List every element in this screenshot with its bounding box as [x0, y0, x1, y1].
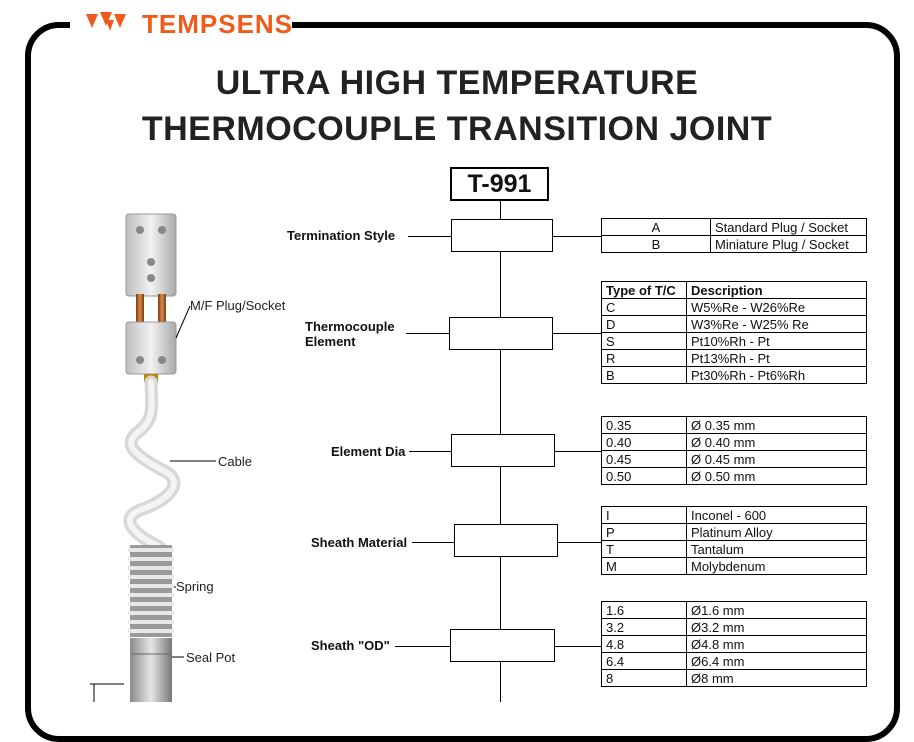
page-title-line2: THERMOCOUPLE TRANSITION JOINT: [141, 110, 773, 148]
logo-gap: [70, 14, 292, 36]
select-box-element[interactable]: [449, 317, 553, 350]
label-sheath-od: Sheath "OD": [311, 638, 390, 653]
connector: [553, 236, 601, 237]
connector: [555, 451, 601, 452]
thermocouple-illustration: [90, 213, 216, 702]
select-box-sheath-material[interactable]: [454, 524, 558, 557]
connector: [409, 451, 451, 452]
tempsens-logo-icon: [86, 12, 126, 31]
callout-seal-pot: Seal Pot: [186, 650, 236, 665]
callout-cable: Cable: [218, 454, 252, 469]
select-box-element-dia[interactable]: [451, 434, 555, 467]
callout-plug-socket: M/F Plug/Socket: [190, 298, 286, 313]
connector: [555, 646, 601, 647]
connector: [408, 236, 451, 237]
connector: [553, 333, 601, 334]
label-termination-style: Termination Style: [287, 228, 396, 243]
connector: [412, 542, 454, 543]
model-code-box: T-991: [450, 167, 549, 201]
select-box-sheath-od[interactable]: [450, 629, 555, 662]
label-sheath-material: Sheath Material: [311, 535, 408, 550]
callout-spring: Spring: [176, 579, 214, 594]
brand-name: TEMPSENS: [142, 9, 294, 39]
connector: [406, 333, 449, 334]
label-element-dia: Element Dia: [331, 444, 406, 459]
page-title-line1: ULTRA HIGH TEMPERATURE: [215, 64, 699, 102]
connector: [558, 542, 601, 543]
select-box-termination[interactable]: [451, 219, 553, 252]
connector: [395, 646, 450, 647]
label-thermocouple: Thermocouple: [305, 319, 395, 334]
label-element: Element: [305, 334, 356, 349]
